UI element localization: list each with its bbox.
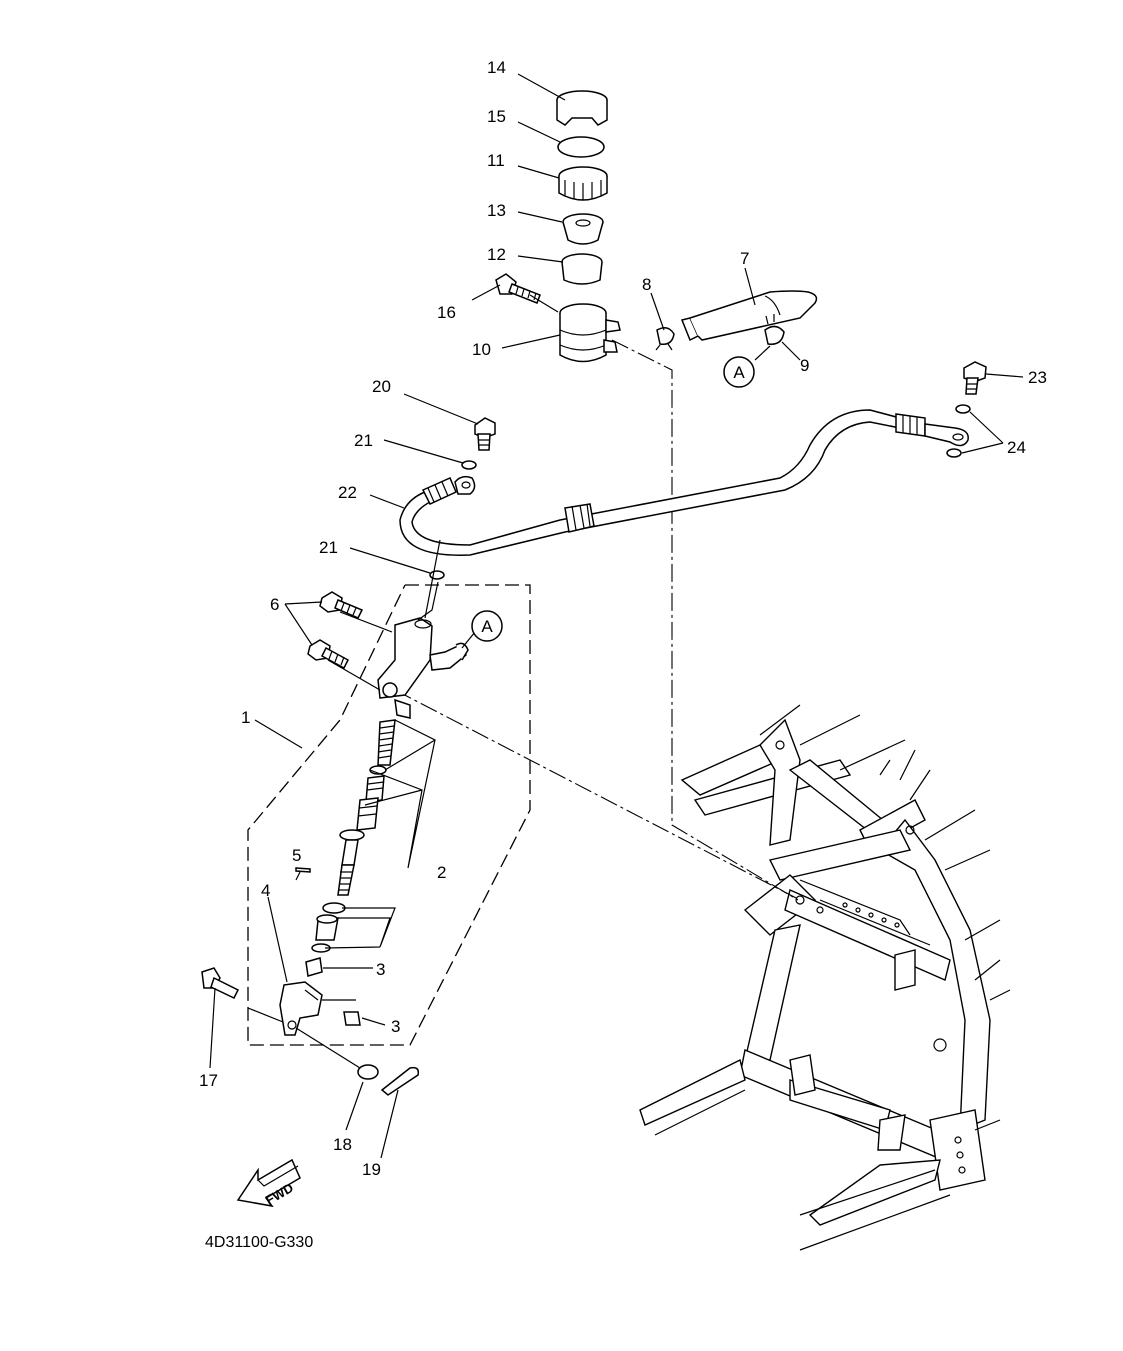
callout-21-bottom: 21 — [319, 538, 338, 557]
svg-text:A: A — [733, 363, 745, 382]
callout-9: 9 — [800, 356, 809, 375]
reservoir-ring-12 — [561, 253, 603, 285]
diagram-code: 4D31100-G330 — [205, 1234, 313, 1251]
callout-3-upper: 3 — [376, 960, 385, 979]
vehicle-frame — [639, 704, 1011, 1251]
master-cylinder-body — [377, 617, 469, 719]
diaphragm-13 — [562, 213, 604, 245]
callout-6: 6 — [270, 595, 279, 614]
reference-lines — [394, 339, 801, 901]
reservoir-cap-nut-11 — [558, 166, 608, 201]
callout-labels: 14 15 11 13 12 16 10 8 7 9 20 21 22 21 2… — [199, 58, 1047, 1179]
callout-22: 22 — [338, 483, 357, 502]
leader-lines — [209, 73, 1024, 1159]
reference-marker-a-lower: A — [471, 610, 503, 642]
callout-16: 16 — [437, 303, 456, 322]
reservoir-cap-14 — [556, 90, 608, 126]
callout-10: 10 — [472, 340, 491, 359]
union-bolt-20 — [474, 417, 496, 451]
copper-washer-21-top — [461, 460, 477, 470]
copper-washer-24-bottom — [946, 448, 962, 458]
callout-14: 14 — [487, 58, 506, 77]
bolt-17 — [201, 967, 240, 999]
callout-5: 5 — [292, 846, 301, 865]
diaphragm-plate-15 — [557, 136, 605, 158]
flange-bolt-6-bottom — [307, 639, 349, 670]
copper-washer-21-bottom — [429, 570, 445, 580]
svg-text:A: A — [481, 617, 493, 636]
cotter-pin-19 — [380, 1066, 420, 1096]
washer-18 — [357, 1064, 379, 1080]
bolt-16 — [495, 273, 541, 304]
callout-23: 23 — [1028, 368, 1047, 387]
callout-2: 2 — [437, 863, 446, 882]
reservoir-body-10 — [559, 303, 621, 363]
locknut-3 — [305, 957, 323, 977]
callout-18: 18 — [333, 1135, 352, 1154]
fwd-arrow-icon: FWD — [236, 1158, 301, 1208]
callout-15: 15 — [487, 107, 506, 126]
union-bolt-23 — [963, 361, 987, 395]
callout-24: 24 — [1007, 438, 1026, 457]
callout-7: 7 — [740, 249, 749, 268]
callout-1: 1 — [241, 708, 250, 727]
callout-11: 11 — [487, 151, 505, 170]
callout-4: 4 — [261, 881, 270, 900]
callout-21-top: 21 — [354, 431, 373, 450]
callout-8: 8 — [642, 275, 651, 294]
reference-marker-a-top: A — [723, 356, 755, 388]
hose-clamp-9 — [764, 314, 785, 345]
joint-clip-3 — [343, 1011, 361, 1026]
reservoir-hose-7 — [680, 290, 818, 342]
callout-13: 13 — [487, 201, 506, 220]
copper-washer-24-top — [955, 404, 971, 414]
master-cylinder-assembly-outline — [247, 584, 531, 1046]
hose-clamp-8 — [655, 327, 675, 351]
piston-kit-2 — [311, 719, 396, 953]
callout-3-lower: 3 — [391, 1017, 400, 1036]
callout-12: 12 — [487, 245, 506, 264]
callout-17: 17 — [199, 1071, 218, 1090]
clevis-4 — [279, 981, 323, 1036]
brake-hose-22 — [399, 409, 969, 556]
flange-bolt-6-top — [319, 591, 364, 619]
callout-20: 20 — [372, 377, 391, 396]
pin-5 — [295, 867, 311, 873]
callout-19: 19 — [362, 1160, 381, 1179]
